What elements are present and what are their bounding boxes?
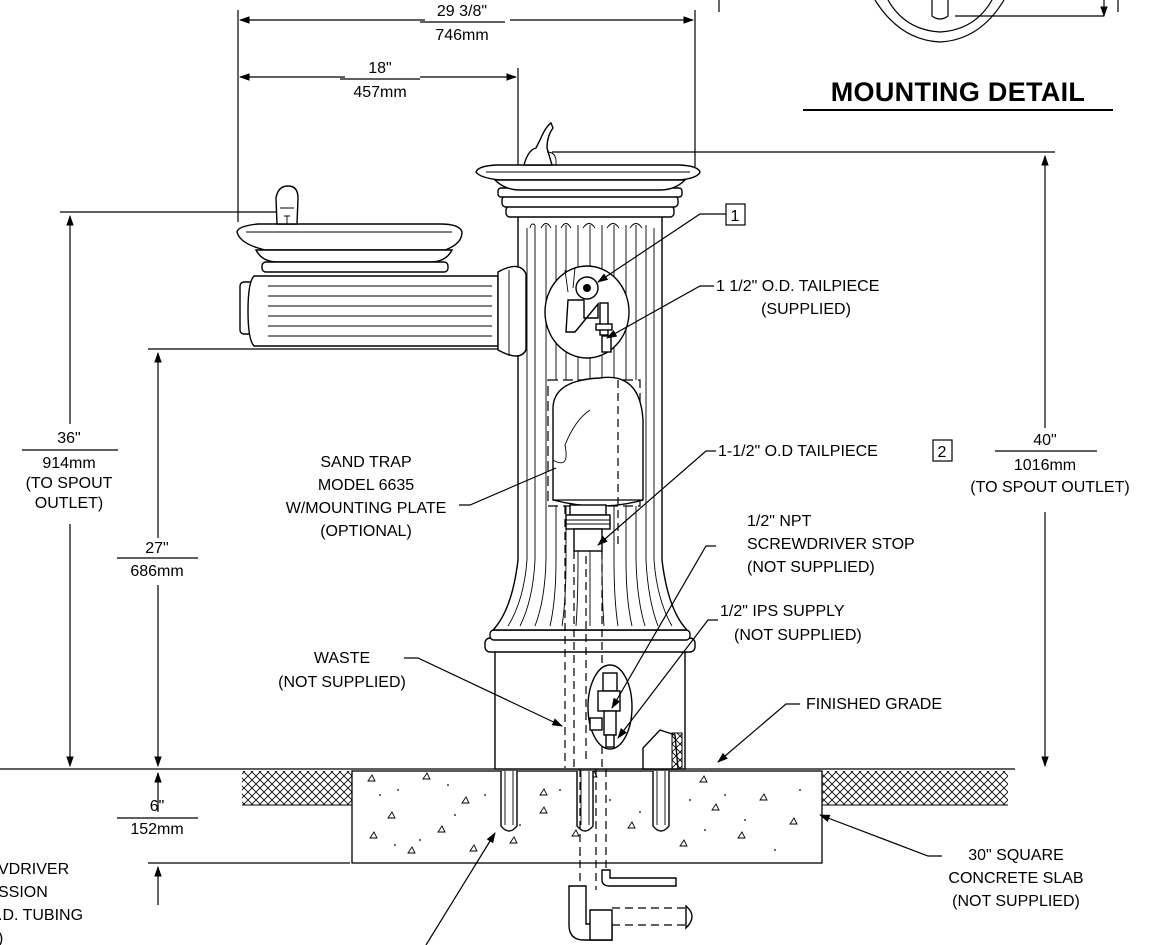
sand-trap-line-1: SAND TRAP [320, 454, 411, 471]
slab-depth-metric: 152mm [130, 821, 183, 838]
spout-offset-metric: 457mm [353, 84, 406, 101]
ips-supply-line-2: (NOT SUPPLIED) [734, 627, 862, 644]
left-cut-line-4: ) [0, 930, 3, 945]
spout-offset-imperial: 18" [368, 60, 391, 77]
mounting-detail-fragment [718, 0, 1119, 43]
overall-width-metric: 746mm [435, 27, 488, 44]
dim-spout-offset [238, 68, 519, 200]
dim-overall-width [237, 10, 696, 222]
high-spout-height-note: (TO SPOUT OUTLET) [970, 479, 1129, 496]
low-spout-height-metric: 914mm [42, 455, 95, 472]
finished-grade: FINISHED GRADE [806, 696, 942, 713]
low-bowl-height-metric: 686mm [130, 563, 183, 580]
high-spout-height-imperial: 40" [1033, 432, 1056, 449]
sand-trap-line-2: MODEL 6635 [318, 477, 414, 494]
low-bowl-height-imperial: 27" [145, 540, 168, 557]
leader-lines [404, 213, 942, 945]
dim-low-spout-height [22, 211, 280, 768]
underground-piping [568, 769, 693, 941]
slab-line-3: (NOT SUPPLIED) [952, 893, 1080, 910]
left-cut-line-1: VDRIVER [0, 861, 69, 878]
low-spout-height-note-2: OUTLET) [35, 495, 103, 512]
cutaway-upper [544, 265, 630, 359]
tag-2-box [932, 439, 953, 462]
left-cut-line-3: .D. TUBING [0, 907, 83, 924]
drawing-title: MOUNTING DETAIL [831, 77, 1085, 107]
tag-2: 2 [938, 444, 947, 461]
dim-high-spout-height [552, 151, 1097, 768]
lower-bowl [236, 185, 527, 357]
upper-bowl [475, 121, 701, 191]
high-spout-height-metric: 1016mm [1014, 457, 1076, 474]
overall-width-imperial: 29 3/8" [437, 3, 487, 20]
slab-line-1: 30" SQUARE [968, 847, 1064, 864]
low-spout-height-note-1: (TO SPOUT [26, 475, 113, 492]
tailpiece-mid: 1-1/2" O.D TAILPIECE [718, 443, 878, 460]
dim-low-bowl-height [117, 348, 510, 768]
npt-stop-line-3: (NOT SUPPLIED) [747, 559, 875, 576]
npt-stop-line-1: 1/2" NPT [747, 513, 812, 530]
cutaway-sandtrap [547, 376, 644, 768]
waste-line-1: WASTE [314, 650, 370, 667]
tailpiece-top-line-2: (SUPPLIED) [761, 301, 851, 318]
slab-depth-imperial: 6" [150, 798, 165, 815]
tag-1: 1 [731, 208, 740, 225]
npt-stop-line-2: SCREWDRIVER STOP [747, 536, 915, 553]
ground-hatching [242, 771, 1008, 806]
left-cut-line-2: SSION [0, 884, 48, 901]
low-spout-height-imperial: 36" [57, 430, 80, 447]
slab-line-2: CONCRETE SLAB [948, 870, 1083, 887]
cutaway-supply [587, 664, 633, 750]
sand-trap-line-4: (OPTIONAL) [320, 523, 412, 540]
concrete-slab [351, 759, 823, 864]
tailpiece-top-line-1: 1 1/2" O.D. TAILPIECE [716, 278, 879, 295]
ips-supply-line-1: 1/2" IPS SUPPLY [720, 603, 845, 620]
sand-trap-line-3: W/MOUNTING PLATE [286, 500, 447, 517]
waste-line-2: (NOT SUPPLIED) [278, 674, 406, 691]
